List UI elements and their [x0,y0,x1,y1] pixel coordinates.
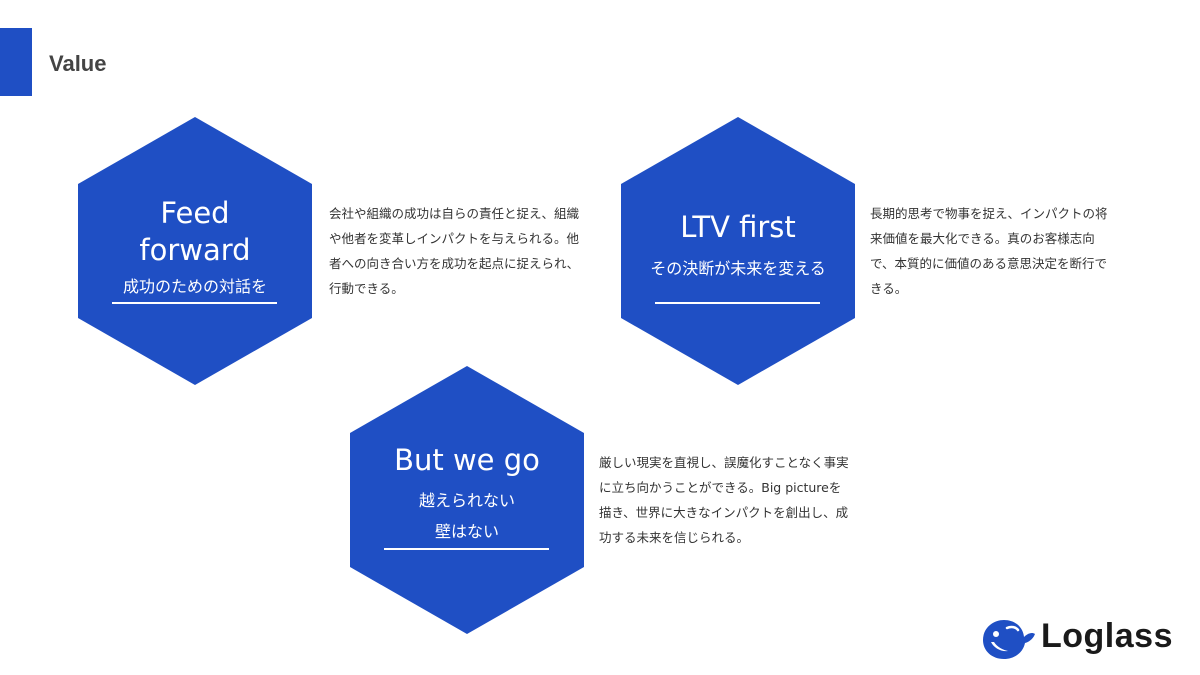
hex-subtitle-line: 壁はない [434,522,499,541]
hex-title-line: forward [139,233,251,267]
hex-subtitle: その決断が未来を変える [650,259,826,278]
hex-subtitle: 成功のための対話を [122,277,267,296]
page-title: Value [49,51,107,76]
hex-underline [112,302,277,304]
hex-underline [655,302,820,304]
hex-title: Feed forward [78,195,312,269]
logo-wordmark: Loglass [1041,617,1173,655]
value-hexagon-but-we-go: But we go 越えられない 壁はない [350,366,584,634]
value-description-but-we-go: 厳しい現実を直視し、誤魔化すことなく事実に立ち向かうことができる。Big pic… [599,455,849,545]
hex-subtitle: 越えられない 壁はない [350,485,584,547]
value-description-feed-forward: 会社や組織の成功は自らの責任と捉え、組織や他者を変革しインパクトを与えられる。他… [329,206,580,296]
hex-underline [384,548,549,550]
hex-title-line: LTV first [680,210,796,244]
hex-title: But we go [350,442,584,479]
value-description-ltv-first: 長期的思考で物事を捉え、インパクトの将来価値を最大化できる。真のお客様志向で、本… [870,206,1108,296]
hex-title-line: Feed [160,196,230,230]
hex-title-line: But we go [394,443,540,477]
value-hexagon-feed-forward: Feed forward 成功のための対話を [78,117,312,385]
whale-logo-icon [983,620,1035,659]
value-hexagon-ltv-first: LTV first その決断が未来を変える [621,117,855,385]
hex-subtitle-line: 越えられない [418,491,515,510]
title-accent-bar [0,28,32,96]
hex-title: LTV first [621,209,855,246]
